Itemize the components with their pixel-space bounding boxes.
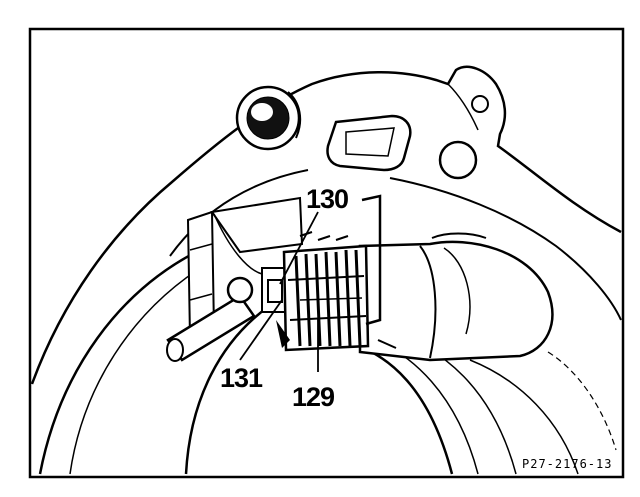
figure-reference: P27-2176-13 — [522, 457, 613, 471]
pinion-gear — [282, 244, 370, 352]
leader-130 — [279, 211, 319, 285]
housing-window — [326, 114, 412, 172]
flywheel-edge — [184, 302, 273, 475]
callout-131: 131 — [220, 363, 263, 393]
callout-129: 129 — [292, 382, 335, 412]
starter-motor-body — [358, 240, 554, 362]
leader-131 — [239, 299, 283, 361]
callout-130: 130 — [306, 184, 349, 214]
housing-hole — [438, 140, 478, 180]
lug-hole — [471, 95, 489, 113]
housing-outer-edge — [30, 65, 622, 385]
